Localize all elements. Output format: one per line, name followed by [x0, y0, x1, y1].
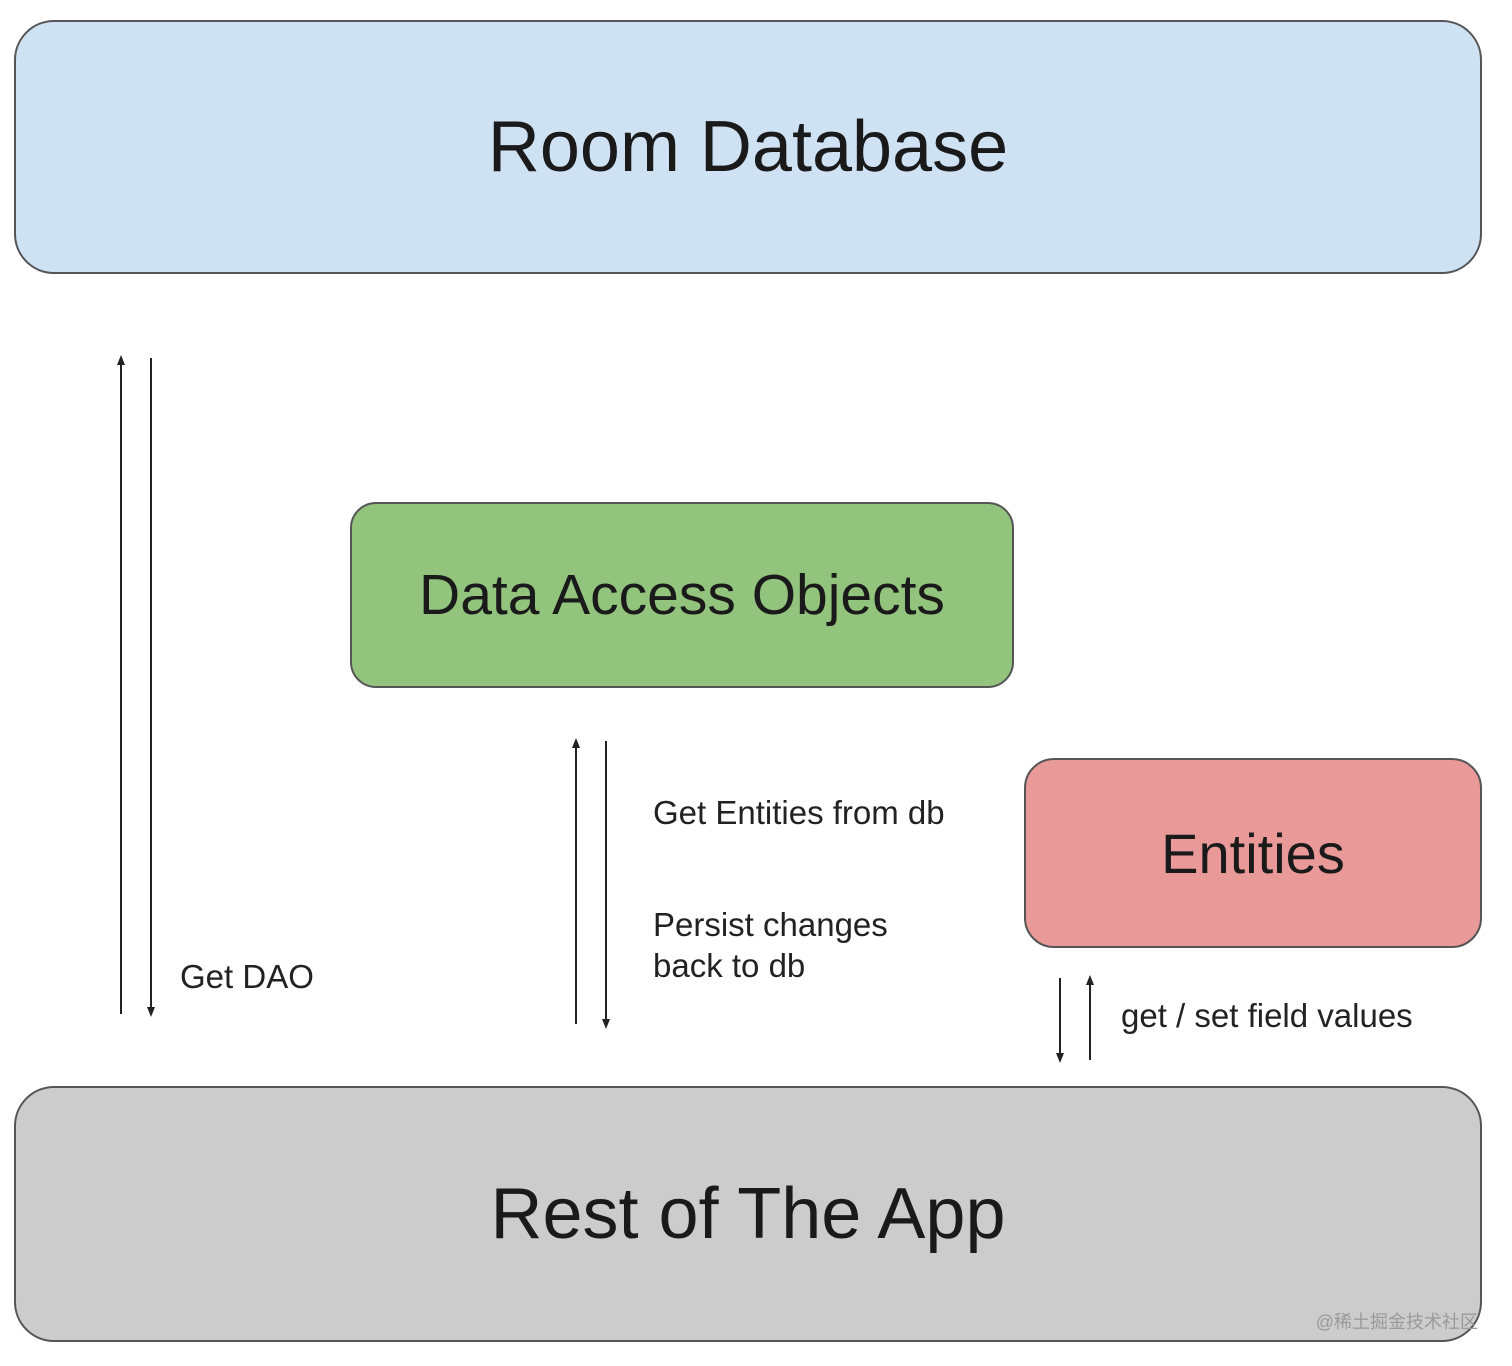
room-database-title: Room Database — [487, 107, 1009, 187]
persist-changes-label-line2: back to db — [653, 947, 806, 984]
rest-of-the-app-title: Rest of The App — [490, 1174, 1006, 1254]
data-access-objects-title: Data Access Objects — [419, 563, 945, 627]
entities-title: Entities — [1161, 821, 1345, 885]
get-set-field-values-label: get / set field values — [1121, 997, 1413, 1034]
persist-changes-label-line1: Persist changes — [653, 906, 888, 943]
rest-of-the-app-box: Rest of The App — [14, 1086, 1482, 1342]
data-access-objects-box: Data Access Objects — [350, 502, 1014, 688]
room-database-box: Room Database — [14, 20, 1482, 274]
watermark: @稀土掘金技术社区 — [1315, 1312, 1478, 1332]
get-dao-label: Get DAO — [180, 958, 314, 995]
entities-box: Entities — [1024, 758, 1482, 948]
get-entities-label: Get Entities from db — [653, 794, 945, 831]
